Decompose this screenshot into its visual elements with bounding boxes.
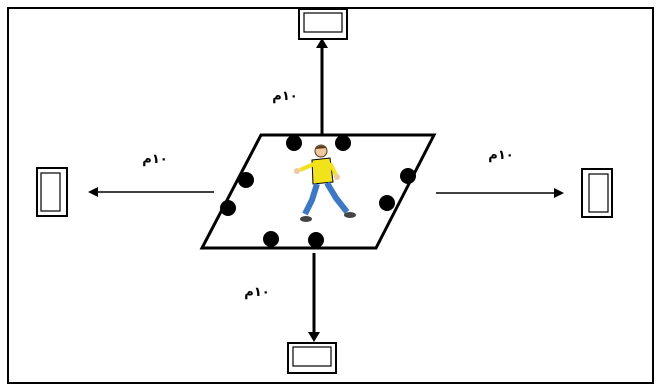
top-target xyxy=(299,9,347,39)
marker xyxy=(238,172,254,188)
right-target xyxy=(582,169,612,217)
distance-label-top: ١٠م xyxy=(272,89,297,104)
marker xyxy=(335,135,351,151)
marker xyxy=(379,195,395,211)
left-target xyxy=(37,168,67,216)
distance-label-bottom: ١٠م xyxy=(244,285,269,300)
bottom-target xyxy=(288,343,336,373)
distance-label-left: ١٠م xyxy=(142,152,167,167)
marker xyxy=(286,135,302,151)
marker xyxy=(220,200,236,216)
distance-label-right: ١٠م xyxy=(488,148,513,163)
marker xyxy=(400,168,416,184)
marker xyxy=(263,231,279,247)
marker xyxy=(308,232,324,248)
